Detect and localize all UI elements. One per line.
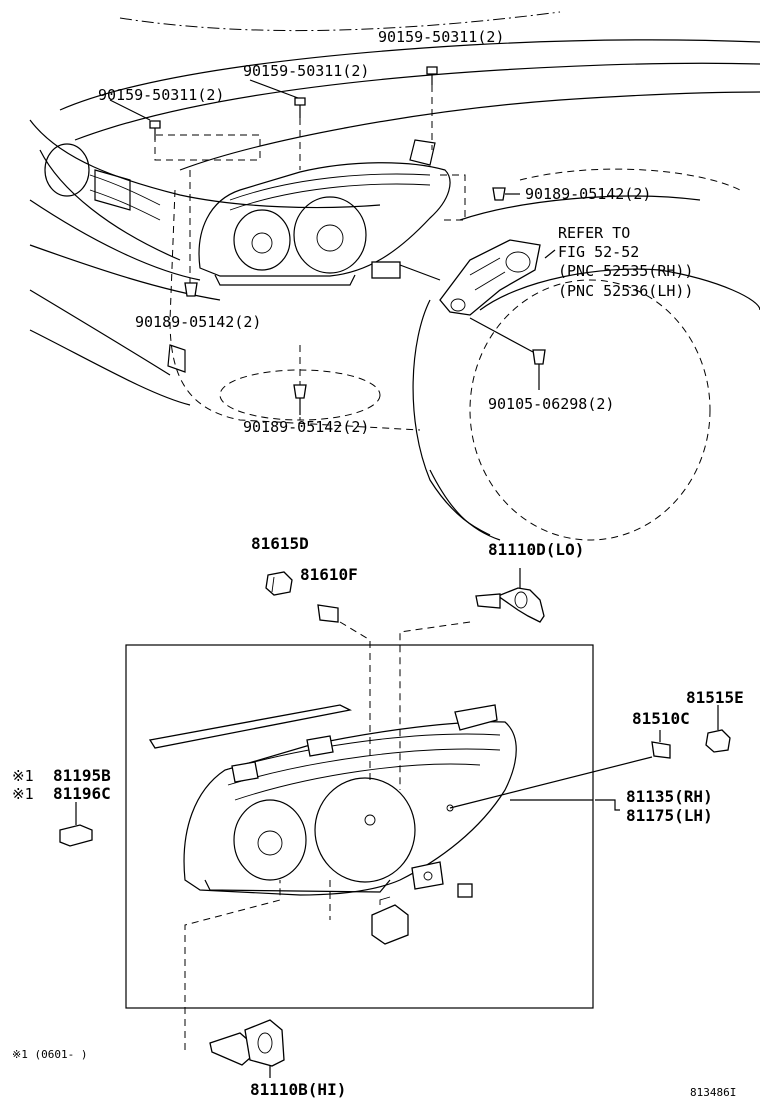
bulb-icon-81610f [317, 604, 371, 780]
label-note-mark-1: ※1 [12, 767, 34, 785]
bracket-icon [399, 239, 556, 316]
headlamp-assembly [148, 704, 517, 898]
label-bolt-top-right: 90159-50311(2) [378, 28, 504, 46]
label-note-mark-2: ※1 [12, 785, 34, 803]
label-bolt-bracket: 90105-06298(2) [488, 395, 614, 413]
label-pnc-lh: (PNC 52536(LH)) [558, 282, 693, 300]
label-clip-left: 90189-05142(2) [135, 313, 261, 331]
label-81515e: 81515E [686, 688, 744, 707]
label-clip-right: 90189-05142(2) [525, 185, 651, 203]
bolt-icon [109, 66, 438, 170]
label-81510c: 81510C [632, 709, 690, 728]
label-figure-id: 813486I [690, 1086, 736, 1099]
label-bolt-top-left: 90159-50311(2) [98, 86, 224, 104]
label-pnc-rh: (PNC 52535(RH)) [558, 262, 693, 280]
leader-81135 [595, 799, 620, 811]
clip-icon [184, 187, 546, 415]
assembly-box [125, 644, 594, 1009]
label-81195b: 81195B [53, 766, 111, 785]
label-footnote: ※1 (0601- ) [12, 1048, 87, 1061]
vehicle-body-outline [29, 11, 760, 541]
bulb-icon-81510c [449, 730, 671, 809]
label-refer-to: REFER TO [558, 224, 630, 242]
label-81135: 81135(RH) [626, 787, 713, 806]
bulb-icon-81110b [184, 880, 285, 1078]
actuator-icon [329, 880, 409, 945]
label-81175: 81175(LH) [626, 806, 713, 825]
label-81110b: 81110B(HI) [250, 1080, 346, 1099]
vehicle-headlamp [198, 139, 451, 286]
label-bolt-top-mid: 90159-50311(2) [243, 62, 369, 80]
label-fig-ref: FIG 52-52 [558, 243, 639, 261]
connector-icon [59, 802, 93, 847]
bulb-icon-81110d [399, 568, 545, 790]
socket-icon [265, 571, 293, 596]
label-81196c: 81196C [53, 784, 111, 803]
label-81610f: 81610F [300, 565, 358, 584]
label-81110d: 81110D(LO) [488, 540, 584, 559]
socket-icon-81515e [705, 705, 731, 753]
label-81615d: 81615D [251, 534, 309, 553]
label-clip-bottom: 90189-05142(2) [243, 418, 369, 436]
leader-81110d [429, 469, 501, 541]
